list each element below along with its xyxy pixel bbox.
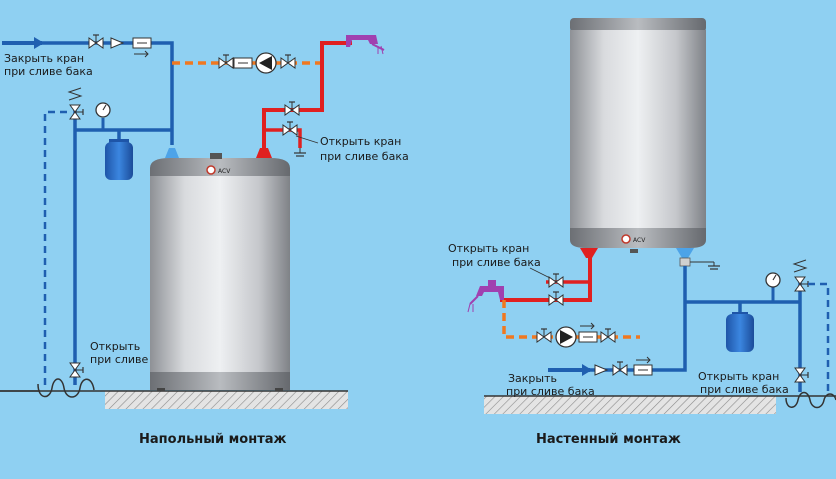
close-valve-right-label-line1: Закрыть — [508, 372, 557, 385]
safety-valve-spring — [67, 87, 83, 101]
open-valve-top-label-line1: Открыть кран — [448, 242, 529, 255]
cold-supply-pipe — [42, 41, 174, 145]
hot-valve-outlet-right — [548, 291, 564, 306]
open-drain-label-line1: Открыть — [90, 340, 140, 353]
safety-valve-right — [794, 276, 809, 292]
open-valve-top-label-line2: при сливе бака — [452, 256, 541, 269]
expansion-tank-left — [105, 139, 133, 180]
cold-supply-pipe-right — [590, 266, 687, 372]
ground-icon-right — [690, 261, 720, 270]
cold-nozzle-right — [676, 248, 694, 258]
safety-valve-left — [69, 104, 84, 120]
circulation-pump-icon — [255, 52, 277, 74]
tank-logo-right: ACV — [633, 237, 646, 244]
open-valve-bottom-label-line1: Открыть кран — [698, 370, 779, 383]
siphon-drain-left — [37, 378, 95, 398]
inlet-valve — [88, 34, 104, 49]
inlet-filter-right — [633, 364, 653, 376]
open-valve-bottom-label-line2: при сливе бака — [700, 383, 789, 396]
open-valve-label-line2: при сливе бака — [320, 150, 409, 163]
inlet-check-valve — [110, 37, 124, 49]
pressure-gauge-icon — [95, 102, 111, 118]
wall-water-heater-tank: ACV — [570, 18, 706, 253]
floor-water-heater-tank: ACV — [150, 153, 290, 391]
recirc-valve-2 — [280, 54, 296, 69]
inlet-valve-right — [612, 361, 628, 376]
cold-inlet-arrowhead-right — [582, 364, 592, 376]
drain-valve-right — [794, 367, 809, 383]
inlet-filter — [132, 37, 152, 49]
tank-logo-left: ACV — [218, 168, 231, 175]
safety-drain-dashed-right — [808, 282, 830, 392]
hot-valve-top-left — [284, 101, 300, 116]
hot-nozzle-right — [580, 248, 598, 258]
caption-floor-mounting: Напольный монтаж — [139, 432, 287, 447]
close-valve-label-line2: при сливе бака — [4, 65, 93, 78]
recirc-valve-right-1 — [536, 328, 552, 343]
left-floor-diagram: Закрыть кран при сливе бака Открыть при — [0, 34, 409, 447]
label-leader-left — [295, 135, 319, 144]
circulation-pump-icon-right — [555, 326, 577, 348]
open-valve-label-line1: Открыть кран — [320, 135, 401, 148]
safety-drain-dashed — [43, 110, 67, 385]
recirc-valve-1 — [218, 54, 234, 69]
safety-valve-spring-right — [792, 259, 808, 273]
faucet-icon-left — [346, 35, 385, 55]
flow-arrow-small — [134, 50, 149, 58]
recirc-filter — [233, 57, 253, 69]
pressure-gauge-icon-right — [765, 272, 781, 288]
close-valve-right-label-line2: при сливе бака — [506, 385, 595, 398]
hot-drain-branch-left — [264, 128, 302, 148]
recirc-flow-arrow — [580, 322, 595, 330]
floor-right-hatched — [484, 396, 776, 414]
open-drain-label-line2: при сливе — [90, 353, 149, 366]
hot-nozzle-left — [256, 148, 272, 158]
faucet-icon-right — [467, 280, 504, 313]
inlet-check-valve-right — [594, 364, 608, 376]
drain-valve-left — [69, 362, 84, 378]
label-leader-right — [529, 267, 551, 279]
recirc-valve-right-2 — [600, 328, 616, 343]
hot-valve-drain-left — [282, 121, 298, 136]
inlet-flow-arrow-right — [636, 356, 651, 364]
expansion-tank-right — [726, 312, 754, 352]
hot-outlet-pipe-right — [500, 258, 592, 302]
right-wall-diagram: ACV Открыть кран при сливе бака — [448, 18, 836, 447]
hot-outlet-pipe-left — [262, 41, 352, 148]
hot-valve-drain-right — [548, 273, 564, 288]
cold-nozzle-left — [165, 148, 179, 158]
ground-icon-left — [294, 148, 306, 157]
siphon-drain-right — [785, 391, 836, 409]
recirc-filter-right — [578, 331, 598, 343]
caption-wall-mounting: Настенный монтаж — [536, 432, 681, 447]
floor-left-hatched — [105, 391, 348, 409]
cold-nozzle-fitting — [679, 257, 691, 267]
cold-inlet-arrowhead — [34, 37, 44, 49]
close-valve-label-line1: Закрыть кран — [4, 52, 84, 65]
